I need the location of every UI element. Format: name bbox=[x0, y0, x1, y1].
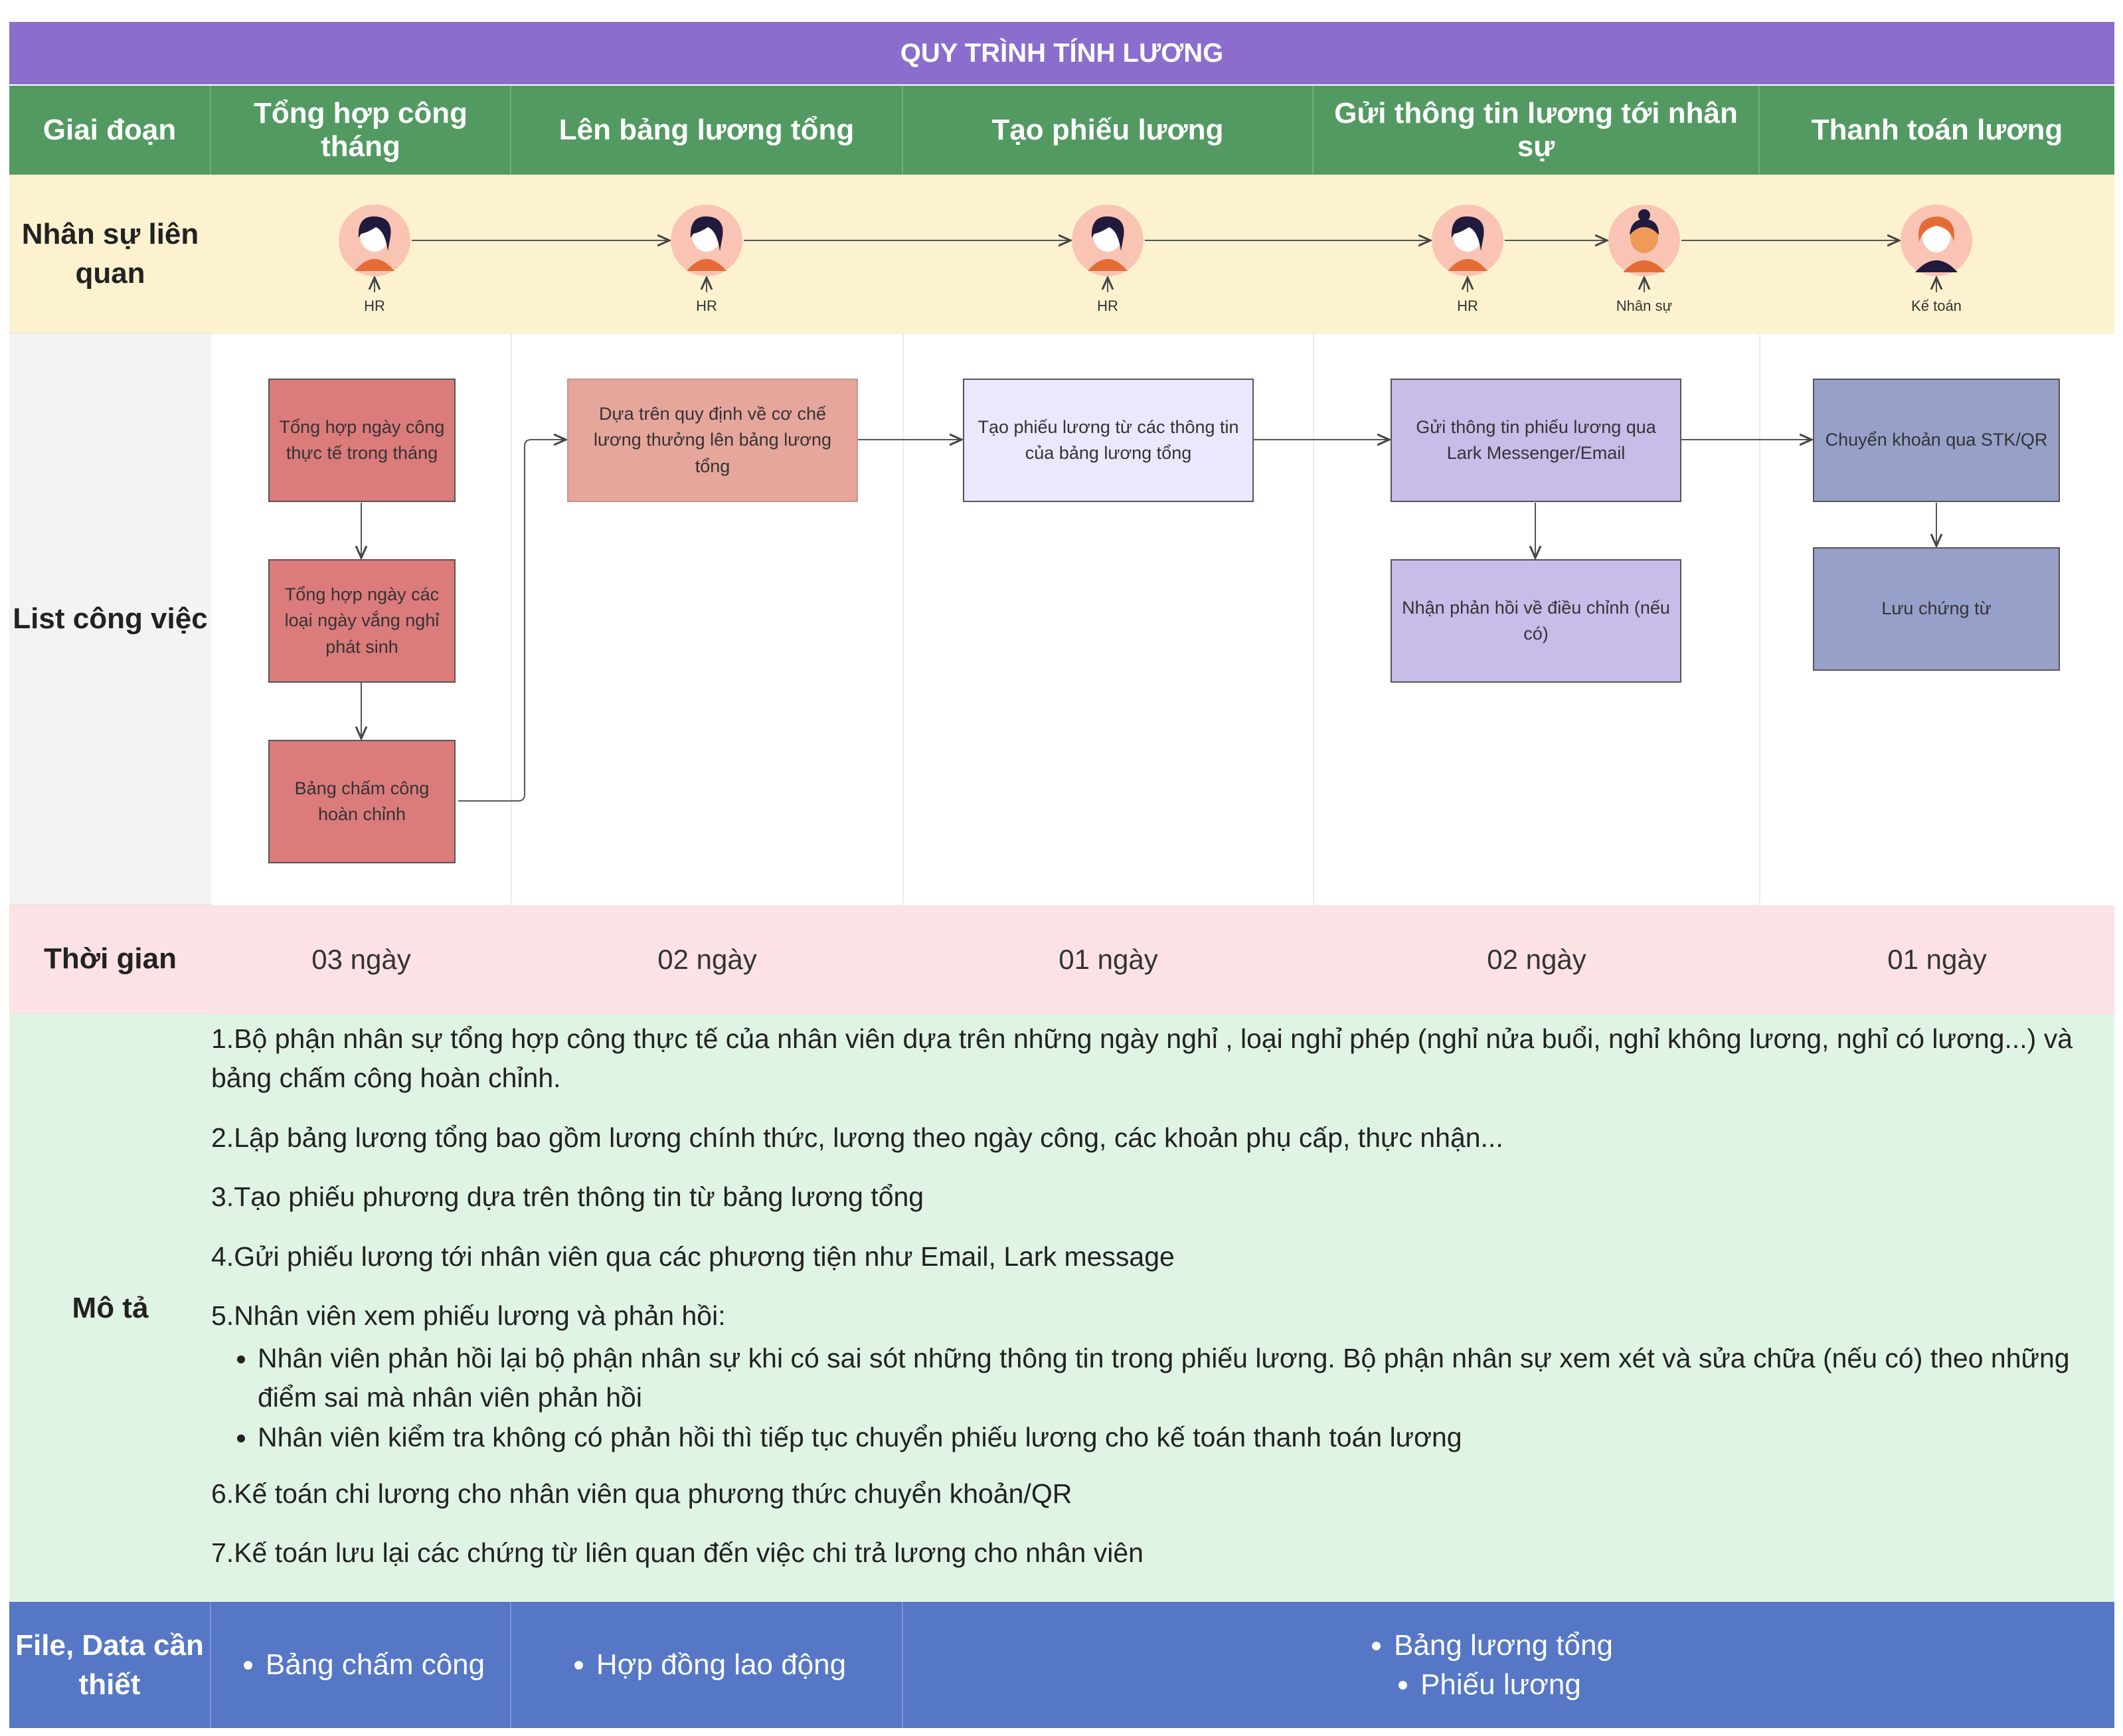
hr-avatar-icon bbox=[671, 205, 742, 276]
person-label: HR bbox=[364, 298, 385, 314]
header-payment: Thanh toán lương bbox=[1760, 86, 2114, 175]
row-label-tasks: List công việc bbox=[9, 334, 211, 905]
person-label: HR bbox=[1097, 298, 1118, 314]
desc-bullet: Nhân viên kiểm tra không có phản hồi thì… bbox=[258, 1418, 2110, 1457]
description-text: 1.Bộ phận nhân sự tổng hợp công thực tế … bbox=[211, 1019, 2110, 1593]
task-box-timesheet: Bảng chấm công hoàn chỉnh bbox=[268, 740, 456, 863]
time-value: 01 ngày bbox=[1887, 944, 1987, 975]
row-label-files: File, Data cần thiết bbox=[9, 1602, 211, 1728]
row-label-people: Nhân sự liên quan bbox=[9, 175, 211, 334]
task-box-store-vouchers: Lưu chứng từ bbox=[1813, 547, 2060, 671]
task-box-summarize-workdays: Tổng hợp ngày công thực tế trong tháng bbox=[268, 379, 456, 502]
desc-step-2: 2.Lập bảng lương tổng bao gồm lương chín… bbox=[211, 1122, 1503, 1153]
person-label: Kế toán bbox=[1911, 298, 1962, 314]
files-col-1: Bảng chấm công bbox=[211, 1602, 511, 1728]
task-box-payroll-sheet: Dựa trên quy định về cơ chế lương thưởng… bbox=[567, 379, 858, 502]
files-col-3: Bảng lương tổng Phiếu lương bbox=[903, 1602, 2114, 1728]
hr-avatar-icon bbox=[339, 205, 410, 276]
task-box-transfer: Chuyển khoản qua STK/QR bbox=[1813, 379, 2060, 502]
hr-avatar-icon bbox=[1072, 205, 1144, 276]
col-divider bbox=[1313, 334, 1314, 905]
diagram-title: QUY TRÌNH TÍNH LƯƠNG bbox=[9, 22, 2114, 84]
task-box-send-payslip: Gửi thông tin phiếu lương qua Lark Messe… bbox=[1391, 379, 1681, 502]
time-value: 02 ngày bbox=[657, 944, 757, 975]
col-divider bbox=[511, 334, 512, 905]
header-stage: Giai đoạn bbox=[9, 86, 211, 175]
task-arrow bbox=[458, 440, 566, 802]
hr-avatar-icon bbox=[1432, 205, 1503, 276]
time-value: 02 ngày bbox=[1487, 944, 1586, 975]
desc-step-7: 7.Kế toán lưu lại các chứng từ liên quan… bbox=[211, 1537, 1144, 1569]
person-label: HR bbox=[1457, 298, 1478, 314]
staff-avatar-icon bbox=[1608, 205, 1680, 276]
desc-step-5: 5.Nhân viên xem phiếu lương và phản hồi: bbox=[211, 1300, 726, 1332]
time-value: 01 ngày bbox=[1059, 944, 1158, 975]
files-col-2: Hợp đồng lao động bbox=[511, 1602, 903, 1728]
file-item: Bảng chấm công bbox=[266, 1645, 485, 1684]
desc-step-4: 4.Gửi phiếu lương tới nhân viên qua các … bbox=[211, 1241, 1175, 1272]
task-box-feedback: Nhận phản hồi về điều chỉnh (nếu có) bbox=[1391, 559, 1681, 683]
desc-step-1: 1.Bộ phận nhân sự tổng hợp công thực tế … bbox=[211, 1023, 2073, 1094]
row-label-time: Thời gian bbox=[9, 905, 211, 1014]
file-item: Hợp đồng lao động bbox=[596, 1645, 846, 1684]
desc-bullet: Nhân viên phản hồi lại bộ phận nhân sự k… bbox=[258, 1339, 2110, 1418]
desc-step-5-bullets: Nhân viên phản hồi lại bộ phận nhân sự k… bbox=[211, 1339, 2110, 1457]
header-timesheet: Tổng hợp công tháng bbox=[211, 86, 511, 175]
people-band bbox=[211, 175, 2114, 334]
person-label: HR bbox=[696, 298, 717, 314]
file-item: Bảng lương tổng bbox=[1394, 1626, 1613, 1665]
time-band bbox=[211, 905, 2114, 1014]
accountant-avatar-icon bbox=[1901, 205, 1972, 276]
desc-step-3: 3.Tạo phiếu phương dựa trên thông tin từ… bbox=[211, 1181, 924, 1213]
col-divider bbox=[902, 334, 904, 905]
file-item: Phiếu lương bbox=[1420, 1665, 1613, 1704]
col-divider bbox=[1759, 334, 1760, 905]
header-payslip: Tạo phiếu lương bbox=[903, 86, 1314, 175]
task-box-absence-days: Tổng hợp ngày các loại ngày vắng nghỉ ph… bbox=[268, 559, 456, 683]
person-label: Nhân sự bbox=[1616, 298, 1673, 314]
header-send-info: Gửi thông tin lương tới nhân sự bbox=[1314, 86, 1760, 175]
time-value: 03 ngày bbox=[311, 944, 411, 975]
header-payroll: Lên bảng lương tổng bbox=[511, 86, 903, 175]
desc-band bbox=[9, 1014, 2114, 1602]
task-box-create-payslip: Tạo phiếu lương từ các thông tin của bản… bbox=[963, 379, 1254, 502]
desc-step-6: 6.Kế toán chi lương cho nhân viên qua ph… bbox=[211, 1478, 1072, 1509]
row-label-desc: Mô tả bbox=[9, 1014, 211, 1602]
